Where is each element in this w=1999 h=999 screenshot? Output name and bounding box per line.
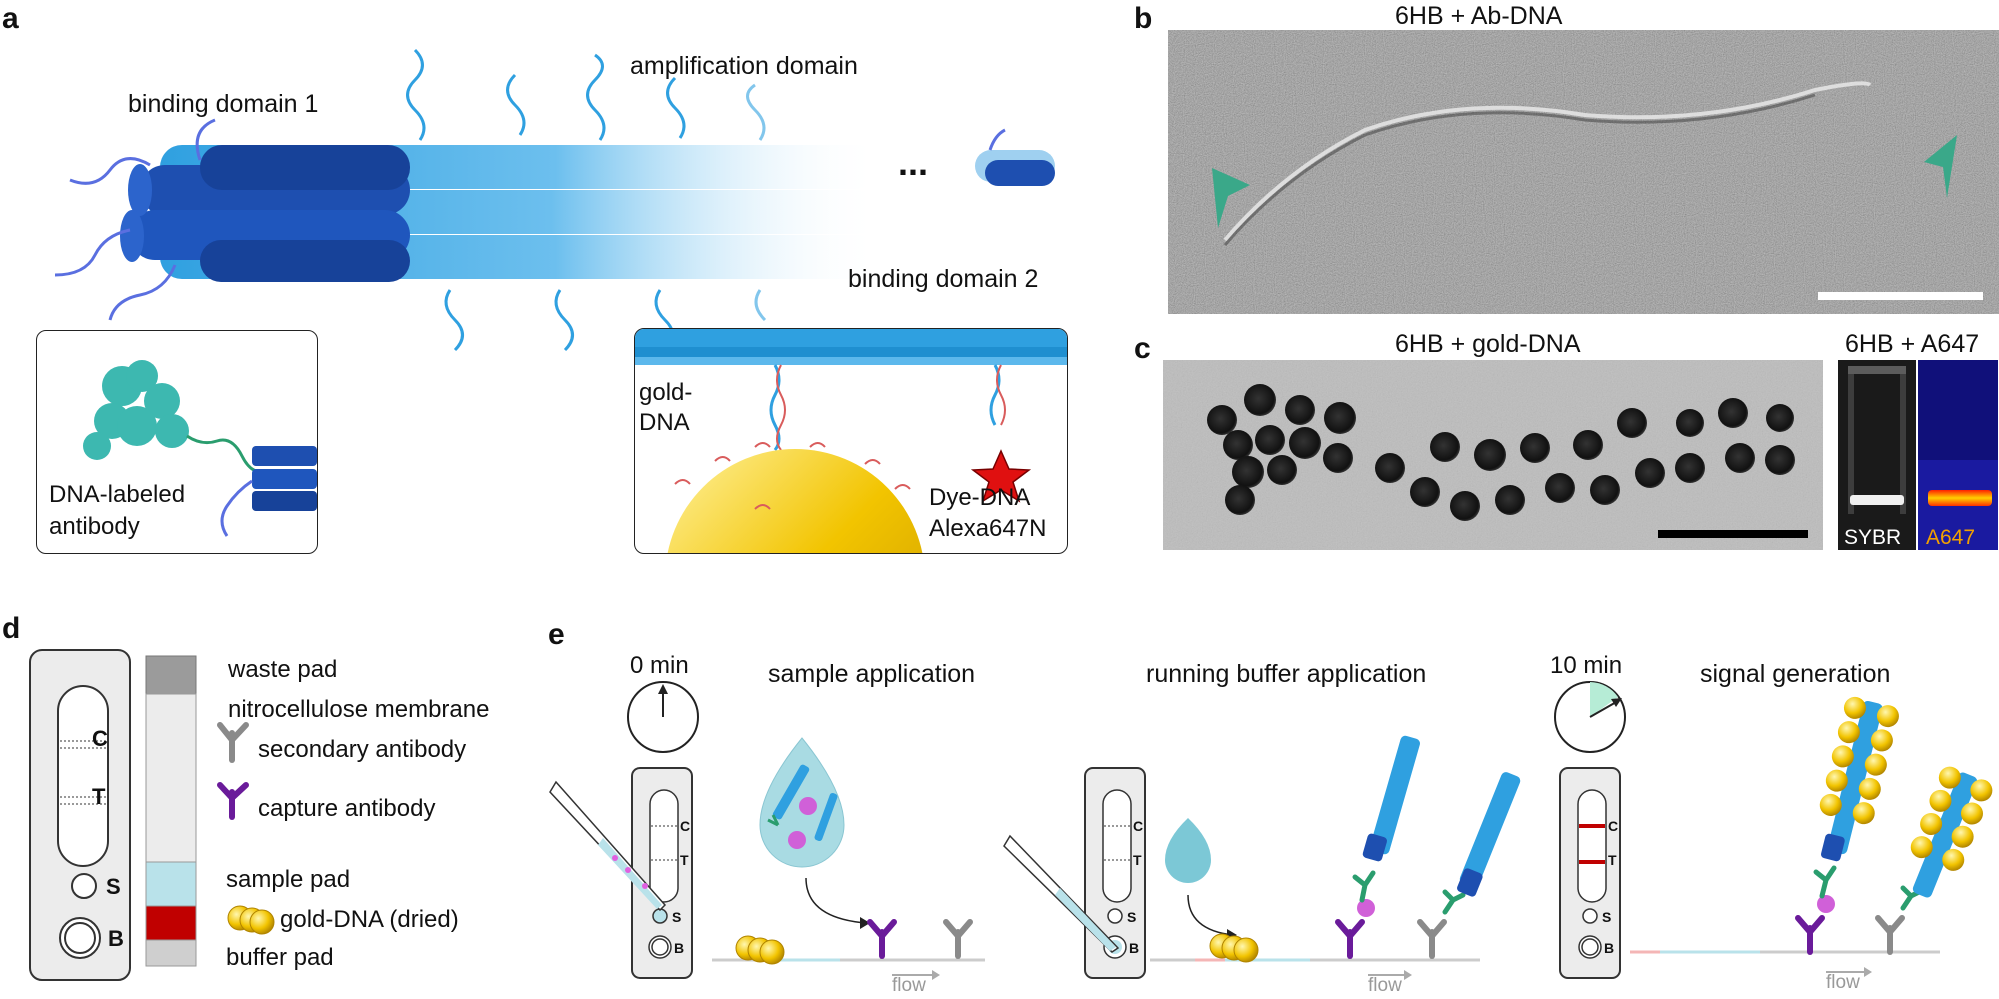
panel-letter-a: a	[2, 2, 19, 35]
panel-c-gel-title: 6HB + A647	[1845, 330, 1980, 358]
strip3-letter-b: B	[1604, 940, 1615, 956]
antibody-illustration	[83, 360, 317, 537]
strip3-letter-s: S	[1602, 909, 1612, 925]
label-amplification-domain: amplification domain	[630, 52, 858, 80]
label-dna: DNA	[639, 409, 690, 436]
strip2-letter-s: S	[1127, 909, 1137, 925]
strip1-letter-c: C	[680, 818, 691, 834]
label-dna-labeled: DNA-labeled	[49, 481, 186, 508]
label-gold-dna-dried: gold-DNA (dried)	[280, 906, 459, 933]
strip-d-letter-s: S	[106, 874, 121, 899]
label-dye-dna: Dye-DNA	[929, 484, 1031, 511]
label-time-10: 10 min	[1550, 652, 1623, 679]
strip3-letter-c: C	[1608, 818, 1619, 834]
strip1-letter-t: T	[680, 852, 689, 868]
panel-letter-e: e	[548, 618, 565, 651]
label-buffer-pad: buffer pad	[226, 944, 334, 971]
label-signal-generation: signal generation	[1700, 660, 1891, 688]
inset-dna-labeled-antibody: DNA-labeled antibody	[36, 330, 318, 554]
strip2-letter-c: C	[1133, 818, 1144, 834]
panel-letter-d: d	[2, 612, 21, 645]
label-binding-domain-2: binding domain 2	[848, 265, 1039, 293]
panel-letter-c: c	[1134, 332, 1151, 365]
label-ellipsis: ...	[898, 142, 929, 183]
label-secondary-antibody: secondary antibody	[258, 736, 467, 763]
inset-gold-dye-dna: gold- DNA Dye-DNA Alexa647N	[634, 328, 1068, 554]
gel-label-a647: A647	[1926, 526, 1976, 549]
gold-dye-illustration	[635, 329, 1067, 553]
label-capture-antibody: capture antibody	[258, 795, 436, 822]
strip-d-letter-t: T	[92, 784, 106, 809]
strip2-letter-b: B	[1129, 940, 1140, 956]
strip2-letter-t: T	[1133, 852, 1142, 868]
label-alexa647n: Alexa647N	[929, 515, 1047, 542]
label-gold: gold-	[639, 379, 693, 406]
origami-bundle	[120, 145, 880, 282]
flow-label-3: flow	[1826, 972, 1860, 993]
flow-label-2: flow	[1368, 975, 1402, 996]
strip-d-letter-c: C	[92, 726, 108, 751]
label-running-buffer: running buffer application	[1146, 660, 1427, 688]
strip1-letter-b: B	[674, 940, 685, 956]
label-time-0: 0 min	[630, 652, 689, 679]
dye-star	[970, 449, 1032, 503]
strip-d-letter-b: B	[108, 926, 124, 951]
label-sample-pad: sample pad	[226, 866, 351, 893]
gel-label-sybr: SYBR	[1844, 526, 1902, 549]
label-nitrocellulose: nitrocellulose membrane	[228, 696, 490, 723]
panel-c-title: 6HB + gold-DNA	[1395, 330, 1581, 358]
panel-letter-b: b	[1134, 2, 1153, 35]
label-antibody: antibody	[49, 513, 140, 540]
strip1-letter-s: S	[672, 909, 682, 925]
label-waste-pad: waste pad	[228, 656, 338, 683]
label-binding-domain-1: binding domain 1	[128, 90, 319, 118]
flow-label-1: flow	[892, 975, 926, 996]
binding-strands-1	[54, 118, 216, 321]
binding-domain-2-end	[975, 128, 1055, 186]
label-sample-application: sample application	[768, 660, 976, 688]
strip3-letter-t: T	[1608, 852, 1617, 868]
panel-b-title: 6HB + Ab-DNA	[1395, 2, 1563, 30]
